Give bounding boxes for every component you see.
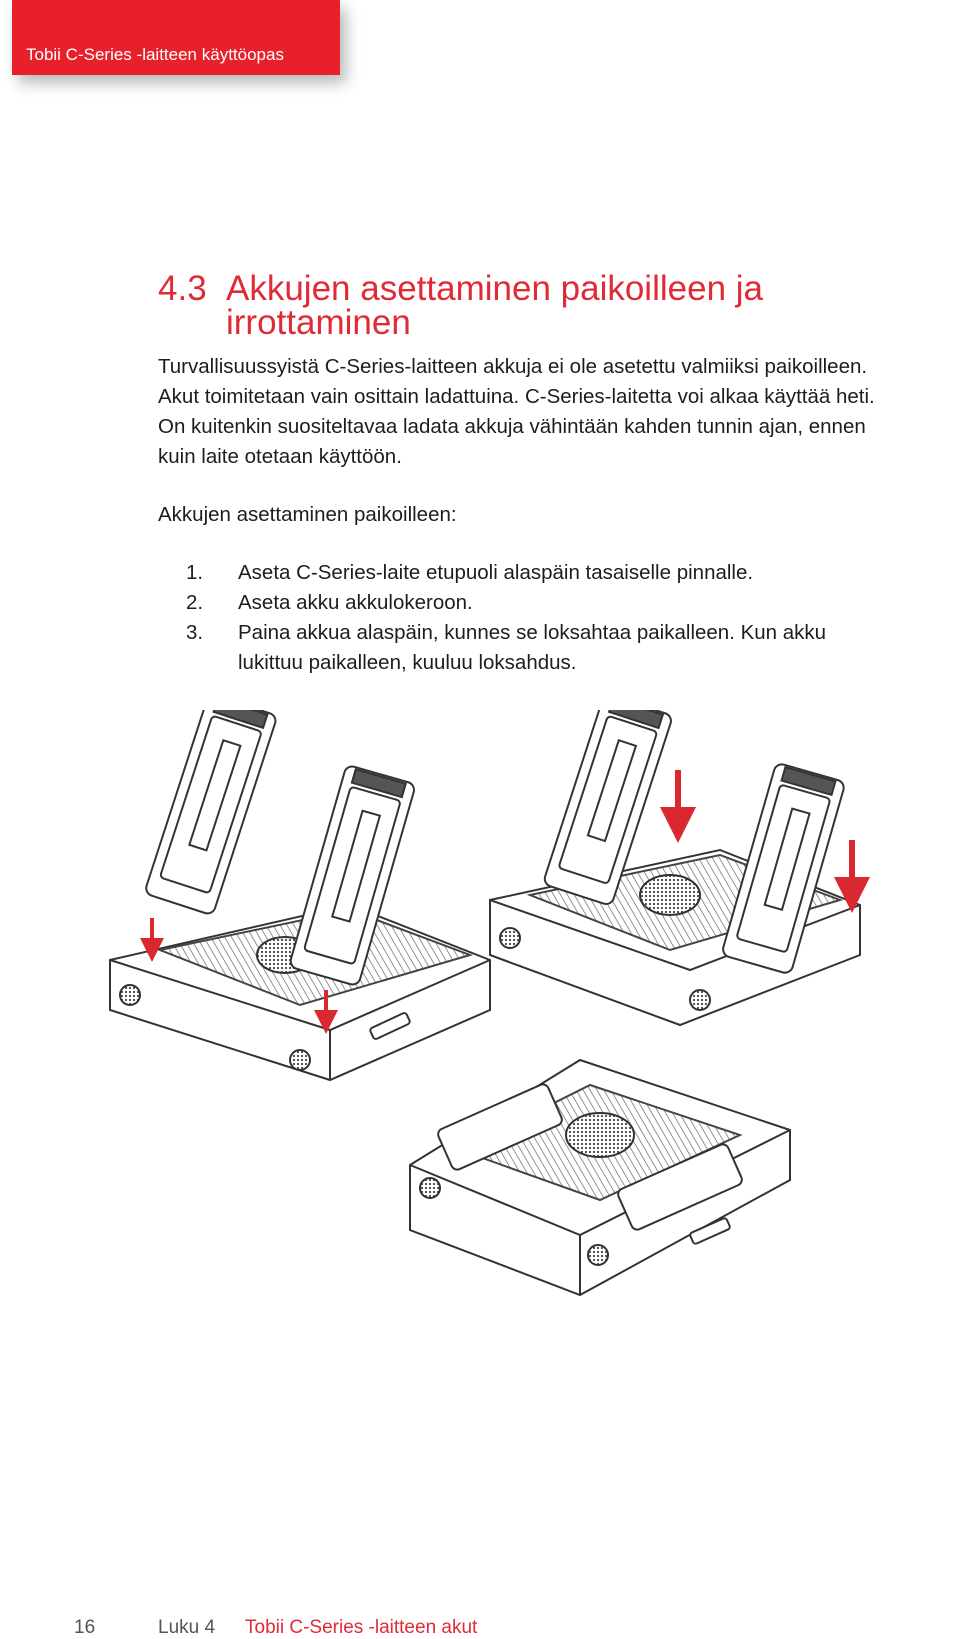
footer-chapter-title: Tobii C-Series -laitteen akut [245, 1617, 478, 1638]
page-number: 16 [74, 1617, 96, 1638]
intro-paragraph: Turvallisuussyistä C-Series-laitteen akk… [158, 355, 875, 468]
step-number: 2. [186, 591, 204, 614]
device-step-right [489, 710, 861, 1027]
header-tab: Tobii C-Series -laitteen käyttöopas [12, 0, 340, 75]
device-step-inserted [409, 1058, 791, 1297]
section-title-line2: irrottaminen [226, 303, 411, 342]
header-label: Tobii C-Series -laitteen käyttöopas [26, 45, 284, 64]
step-text: Aseta akku akkulokeroon. [238, 591, 473, 614]
battery-insertion-illustration [109, 710, 870, 1297]
steps-heading: Akkujen asettaminen paikoilleen: [158, 503, 457, 526]
list-item: 2. Aseta akku akkulokeroon. [158, 588, 878, 618]
step-number: 3. [186, 621, 204, 644]
list-item: 1. Aseta C-Series-laite etupuoli alaspäin… [158, 558, 878, 588]
section-title: 4.3 Akkujen asettaminen paikoilleen ja ir… [158, 269, 878, 342]
step-text: Paina akkua alaspäin, kunnes se loksahta… [238, 621, 827, 674]
section-title-line1: Akkujen asettaminen paikoilleen ja [226, 269, 763, 308]
steps-list: 1. Aseta C-Series-laite etupuoli alaspäin… [158, 558, 878, 678]
footer-chapter: Luku 4 [158, 1617, 216, 1638]
section-number: 4.3 [158, 269, 207, 308]
device-step-left [109, 710, 491, 1082]
step-number: 1. [186, 561, 204, 584]
step-text: Aseta C-Series-laite etupuoli alaspäin t… [238, 561, 754, 584]
list-item: 3. Paina akkua alaspäin, kunnes se loksah… [158, 618, 878, 678]
